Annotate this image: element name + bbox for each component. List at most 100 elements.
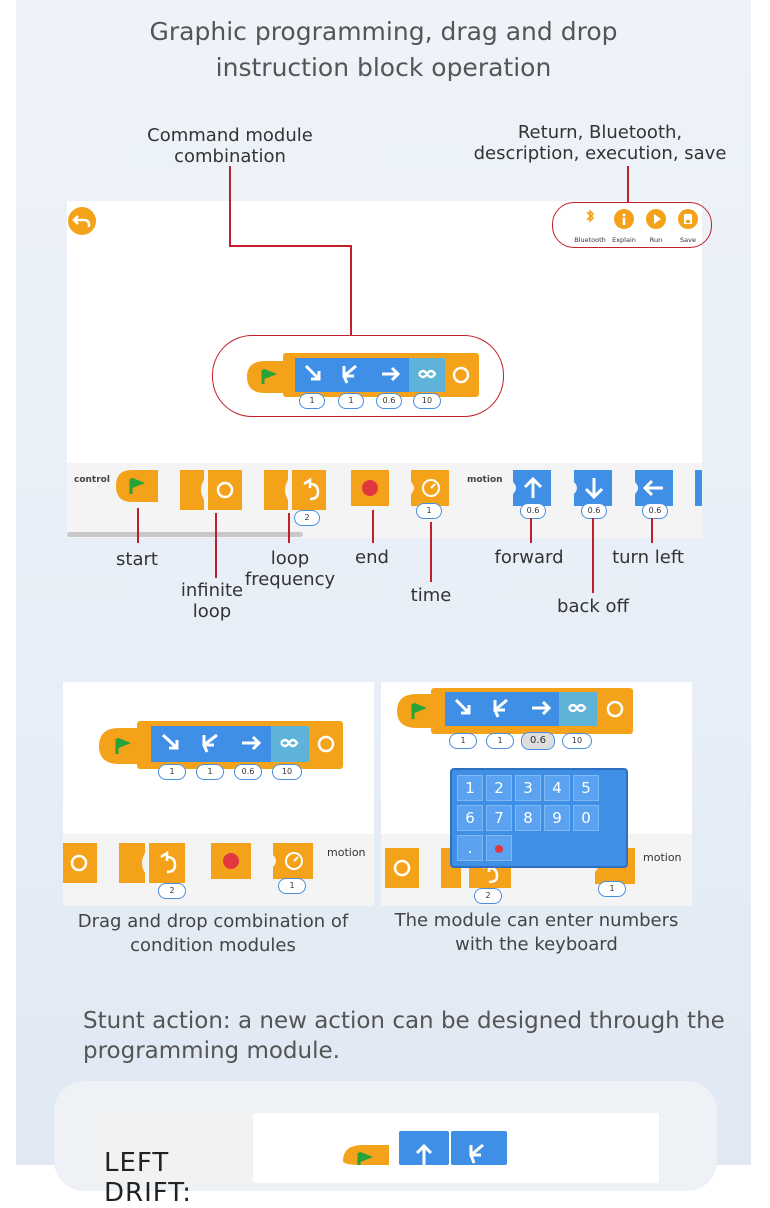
- bluetooth-button[interactable]: [580, 206, 600, 226]
- pointer-line: [530, 518, 532, 543]
- page-background: [16, 0, 751, 1165]
- return-arrow-icon: [72, 215, 91, 227]
- key-8[interactable]: 8: [515, 805, 541, 831]
- key-0[interactable]: 0: [573, 805, 599, 831]
- explain-button[interactable]: [614, 209, 634, 229]
- palette-infinite-loop-block[interactable]: [63, 841, 99, 885]
- stunt-label-area: LEFT DRIFT:: [91, 1113, 253, 1208]
- pointer-line: [592, 518, 594, 593]
- palette-infinite-loop-block[interactable]: [383, 846, 419, 890]
- editor-panel: Bluetooth Explain Run Save: [67, 201, 702, 538]
- palette-loop-frequency-block[interactable]: [117, 841, 187, 885]
- run-button[interactable]: [646, 209, 666, 229]
- toolbar-highlight-oval: [552, 202, 712, 248]
- screenshot-drag-drop: 1 1 0.6 10 2 1 motion: [63, 682, 374, 906]
- key-7[interactable]: 7: [486, 805, 512, 831]
- palette-end-block[interactable]: [349, 468, 391, 508]
- left-value-pill[interactable]: 0.6: [642, 503, 668, 519]
- pointer-line: [215, 513, 217, 578]
- param-pill-4[interactable]: 10: [413, 393, 441, 409]
- stunt-card: LEFT DRIFT:: [54, 1081, 717, 1208]
- stunt-script[interactable]: [341, 1131, 511, 1165]
- param-pill-3[interactable]: 0.6: [376, 393, 402, 409]
- time-value-pill[interactable]: 1: [416, 503, 442, 519]
- param-pill-2[interactable]: 1: [338, 393, 364, 409]
- label-infinite-loop: infinite loop: [180, 580, 244, 622]
- label-forward: forward: [494, 547, 564, 568]
- palette-start-block[interactable]: [114, 468, 160, 504]
- palette-time-block[interactable]: [409, 468, 453, 508]
- key-delete[interactable]: [486, 835, 512, 861]
- palette-next-block[interactable]: [695, 470, 702, 506]
- loop-count-pill[interactable]: 2: [158, 883, 186, 899]
- category-motion[interactable]: motion: [327, 846, 366, 859]
- key-dot[interactable]: .: [457, 835, 483, 861]
- combined-script[interactable]: [395, 688, 635, 736]
- bluetooth-label: Bluetooth: [574, 236, 606, 244]
- palette-back-block[interactable]: [572, 468, 616, 508]
- pointer-line: [350, 245, 352, 335]
- param-pill-1[interactable]: 1: [158, 764, 186, 780]
- palette-time-block[interactable]: [271, 841, 317, 881]
- stunt-description: Stunt action: a new action can be design…: [83, 1008, 725, 1064]
- loop-count-pill[interactable]: 2: [294, 510, 320, 526]
- pointer-line: [229, 245, 351, 247]
- param-pill-4[interactable]: 10: [272, 764, 302, 780]
- key-3[interactable]: 3: [515, 775, 541, 801]
- key-9[interactable]: 9: [544, 805, 570, 831]
- key-4[interactable]: 4: [544, 775, 570, 801]
- combined-script[interactable]: [97, 720, 345, 772]
- heading-line-2: instruction block operation: [215, 53, 552, 82]
- back-value-pill[interactable]: 0.6: [581, 503, 607, 519]
- caption-drag-drop: Drag and drop combination of condition m…: [77, 911, 349, 956]
- category-motion[interactable]: motion: [467, 475, 503, 485]
- param-pill-1[interactable]: 1: [299, 393, 325, 409]
- heading-line-1: Graphic programming, drag and drop: [149, 17, 618, 46]
- play-icon: [654, 214, 661, 224]
- key-1[interactable]: 1: [457, 775, 483, 801]
- param-pill-1[interactable]: 1: [449, 733, 477, 749]
- pointer-line: [229, 166, 231, 245]
- param-pill-2[interactable]: 1: [486, 733, 514, 749]
- program-blocks: [247, 353, 479, 397]
- back-button[interactable]: [68, 207, 96, 235]
- info-icon: [622, 213, 626, 225]
- numeric-keypad: 1 2 3 4 5 6 7 8 9 0 .: [450, 768, 628, 868]
- caption-keyboard: The module can enter numbers with the ke…: [394, 910, 679, 955]
- palette-infinite-loop-block[interactable]: [178, 468, 244, 512]
- key-2[interactable]: 2: [486, 775, 512, 801]
- category-control[interactable]: control: [74, 475, 110, 485]
- block-palette: control motion 2 1: [67, 463, 702, 538]
- time-value-pill[interactable]: 1: [598, 881, 626, 897]
- script-highlight-oval: [212, 335, 504, 417]
- param-pill-4[interactable]: 10: [562, 733, 592, 749]
- palette-turn-left-block[interactable]: [633, 468, 677, 508]
- explain-label: Explain: [612, 236, 636, 244]
- palette-scrollbar[interactable]: [67, 532, 303, 537]
- label-turn-left: turn left: [612, 547, 684, 568]
- screenshot-keyboard-input: 1 1 0.6 10 2 1 motion 1 2 3 4 5 6 7 8 9: [381, 682, 692, 906]
- label-start: start: [116, 549, 158, 570]
- save-label: Save: [680, 236, 696, 244]
- key-5[interactable]: 5: [573, 775, 599, 801]
- forward-value-pill[interactable]: 0.6: [520, 503, 546, 519]
- param-pill-3[interactable]: 0.6: [234, 764, 262, 780]
- palette-end-block[interactable]: [209, 841, 253, 881]
- program-script[interactable]: 1 1 0.6 10: [243, 353, 479, 409]
- key-6[interactable]: 6: [457, 805, 483, 831]
- time-value-pill[interactable]: 1: [278, 878, 306, 894]
- pointer-line: [372, 510, 374, 543]
- category-motion[interactable]: motion: [643, 851, 682, 864]
- block-palette: 2 1 motion: [63, 834, 374, 906]
- palette-loop-frequency-block[interactable]: [262, 468, 328, 512]
- loop-count-pill[interactable]: 2: [474, 888, 502, 904]
- editing-param-pill[interactable]: 0.6: [521, 732, 555, 750]
- palette-forward-block[interactable]: [511, 468, 555, 508]
- save-icon: [684, 214, 692, 224]
- pointer-line: [430, 522, 432, 582]
- param-pill-2[interactable]: 1: [196, 764, 224, 780]
- pointer-line: [651, 518, 653, 543]
- bluetooth-icon: [586, 209, 595, 223]
- pointer-line: [288, 513, 290, 543]
- stunt-label: LEFT DRIFT:: [104, 1148, 193, 1208]
